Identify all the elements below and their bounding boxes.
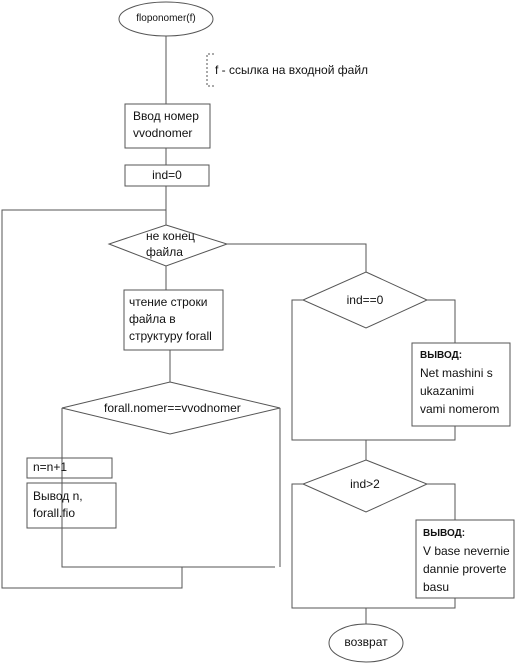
check-gt-diamond (301, 459, 429, 513)
gt-output-heading: ВЫВОД: (423, 528, 466, 539)
connector (227, 243, 367, 272)
increment-text: n=n+1 (33, 460, 68, 474)
comment-text: f - ссылка на входной файл (215, 63, 369, 77)
end-label: возврат (344, 635, 388, 649)
loop-cond-line-1: не конец (146, 229, 195, 243)
read-line-2: файла в (129, 312, 176, 326)
input-line-1: Ввод номер (133, 109, 199, 123)
zero-output-line-1: Net mashini s (420, 366, 493, 380)
gt-output-line-2: dannie proverte (423, 562, 507, 576)
output-block-box (26, 482, 117, 529)
connector (291, 483, 366, 609)
check-gt-text: ind>2 (350, 477, 380, 491)
comment-bracket (206, 53, 214, 87)
output-line-1: Вывод n, (33, 489, 83, 503)
gt-output-box (415, 519, 515, 599)
connector (61, 408, 275, 568)
compare-condition-diamond (61, 381, 281, 435)
zero-output-box (411, 342, 511, 427)
gt-output-line-3: basu (423, 580, 450, 594)
increment-block-box (26, 457, 113, 479)
zero-output-heading: ВЫВОД: (420, 350, 463, 361)
input-block-box (124, 103, 211, 149)
loop-back-line (1, 209, 183, 589)
read-line-1: чтение строки (129, 295, 208, 309)
init-block-box (124, 164, 210, 187)
start-label: floponomer(f) (136, 13, 196, 24)
loop-cond-line-2: файла (146, 245, 183, 259)
connector (291, 299, 366, 441)
gt-output-line-1: V base nevernie (423, 544, 510, 558)
read-block-box (123, 289, 224, 351)
compare-text: forall.nomer==vvodnomer (104, 401, 241, 415)
output-line-2: forall.fio (33, 506, 76, 520)
connector (366, 598, 456, 609)
zero-output-line-3: vami nomerom (420, 402, 500, 416)
init-text: ind=0 (152, 168, 182, 182)
connector (427, 483, 456, 520)
zero-output-line-2: ukazanimi (420, 384, 475, 398)
connector (427, 299, 456, 343)
connector (366, 426, 456, 441)
check-zero-diamond (301, 271, 429, 329)
check-zero-text: ind==0 (346, 293, 384, 307)
input-line-2: vvodnomer (133, 126, 193, 140)
end-oval (328, 623, 404, 663)
read-line-3: структуру forall (129, 329, 212, 343)
